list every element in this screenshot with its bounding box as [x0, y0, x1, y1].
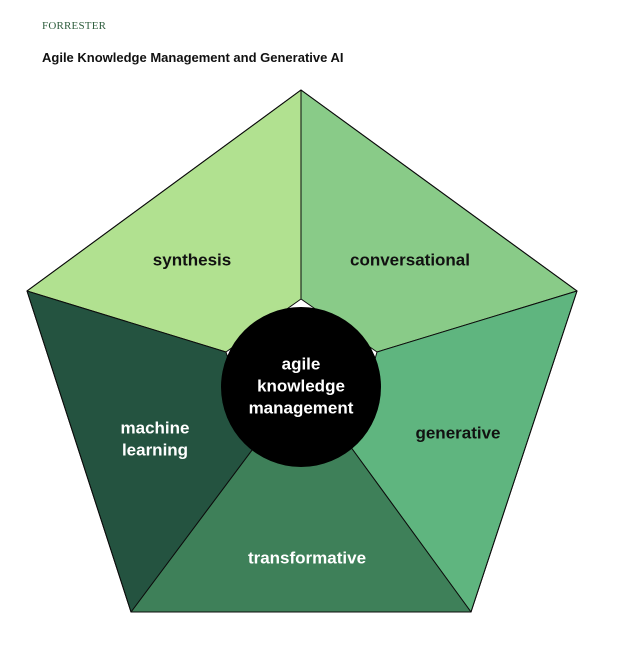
- forrester-logo: FORRESTER: [42, 20, 107, 32]
- segment-label-synthesis: synthesis: [153, 250, 231, 269]
- segment-label-conversational: conversational: [350, 250, 470, 269]
- segment-label-transformative: transformative: [248, 548, 366, 567]
- center-label: knowledge: [257, 376, 345, 395]
- center-label: agile: [282, 354, 321, 373]
- center-circle: [221, 307, 381, 467]
- pentagon-outline: [26, 89, 578, 613]
- segment-label-generative: generative: [415, 423, 500, 442]
- page-title: Agile Knowledge Management and Generativ…: [42, 50, 344, 65]
- segment-label-machine-learning: machine: [121, 418, 190, 437]
- center-label: management: [249, 398, 354, 417]
- center-hub: agile knowledge management: [221, 307, 381, 467]
- segment-label-machine-learning: learning: [122, 440, 188, 459]
- pentagon-segments: [26, 89, 578, 613]
- segment-labels: synthesis conversational generative transfo…: [121, 250, 501, 567]
